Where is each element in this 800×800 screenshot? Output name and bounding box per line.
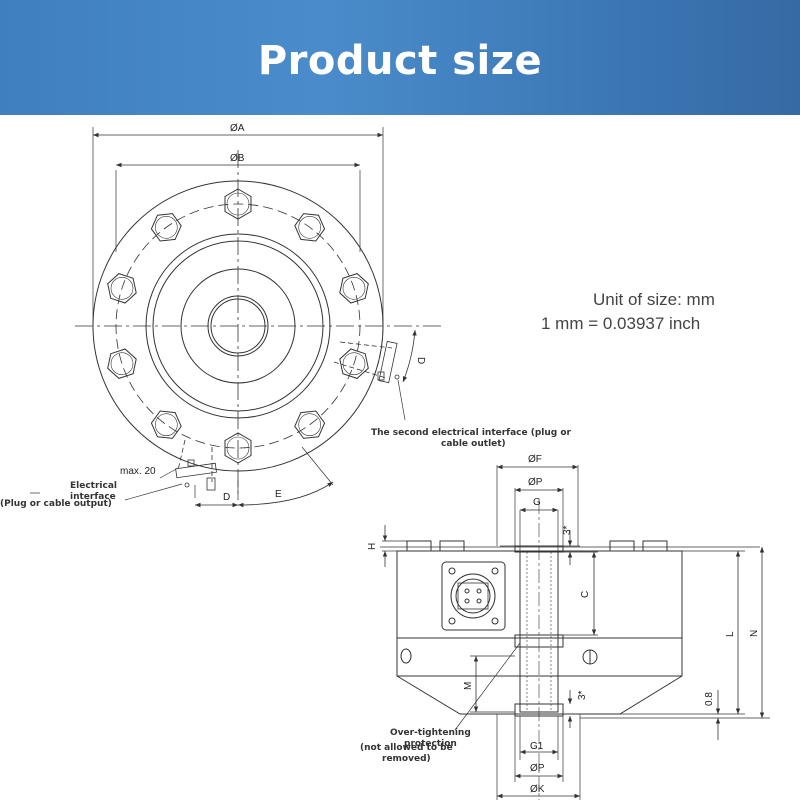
dimension-0-8-label: 0.8 xyxy=(704,692,715,706)
dimension-3-top-label: 3* xyxy=(562,525,573,535)
unit-of-size-label: Unit of size: mm xyxy=(593,290,715,309)
bolt-head xyxy=(224,432,252,464)
dimension-e-label: E xyxy=(275,489,282,500)
page-title: Product size xyxy=(257,38,543,84)
overtightening-callout-line2: protection xyxy=(404,739,457,749)
dimension-3-bottom-label: 3* xyxy=(577,690,588,700)
stud-bottom-nut xyxy=(514,703,564,717)
dimension-k-label: ØK xyxy=(530,784,545,795)
middle-body xyxy=(396,637,683,677)
top-bolt-1 xyxy=(406,540,432,552)
second-interface-callout-line1: The second electrical interface (plug or xyxy=(371,428,572,438)
second-interface-callout-line2: cable outlet) xyxy=(441,439,506,449)
top-bolt-3 xyxy=(609,540,635,552)
bolt-washer xyxy=(155,216,178,239)
bolt-washer xyxy=(298,216,322,239)
bolt-washer xyxy=(110,276,134,300)
overtightening-callout-line1: Over-tightening xyxy=(390,728,471,738)
bore-inner-circle xyxy=(210,298,266,354)
second-interface-outlet xyxy=(333,340,400,384)
top-bolt-2 xyxy=(439,540,465,552)
hub-outer-circle xyxy=(145,233,331,419)
overtightening-callout-line3: (not allowed to be xyxy=(360,743,453,753)
dimension-f-label: ØF xyxy=(528,454,542,465)
bolt-head xyxy=(107,273,137,304)
bolt-washer xyxy=(155,413,178,437)
bolt-head xyxy=(294,410,326,439)
bolt-head xyxy=(294,213,326,242)
bolt-heads xyxy=(107,188,369,464)
max-20-label: max. 20 xyxy=(120,466,156,477)
dimension-d-right-arc xyxy=(402,329,417,383)
bolt-head xyxy=(107,348,137,379)
bolt-washer xyxy=(226,192,250,216)
dimension-g1-label: G1 xyxy=(530,741,544,752)
electrical-interface-callout-line3: (Plug or cable output) xyxy=(0,499,112,509)
dimension-c-label: C xyxy=(580,591,591,598)
bore-outer-circle xyxy=(207,295,269,357)
upper-body xyxy=(396,550,683,639)
header-banner: Product size xyxy=(0,0,800,115)
dimension-d-bottom-label: D xyxy=(223,492,230,503)
side-view xyxy=(380,464,770,800)
dimension-b-label: ØB xyxy=(230,153,245,164)
unit-conversion-label: 1 mm = 0.03937 inch xyxy=(541,314,701,333)
dimension-n-label: N xyxy=(749,630,760,637)
second-interface-leader xyxy=(397,379,406,421)
bolt-head xyxy=(339,273,369,304)
dimension-g-label: G xyxy=(533,497,541,508)
overtightening-callout-line4: removed) xyxy=(382,754,431,764)
bolt-head xyxy=(150,410,182,439)
electrical-interface-outlet xyxy=(175,439,217,491)
lower-taper xyxy=(396,675,683,715)
bolt-washer xyxy=(226,436,250,460)
dimension-h-label: H xyxy=(367,543,378,550)
dimension-d-right-label: D xyxy=(415,357,426,364)
side-hole-left xyxy=(400,648,412,664)
electrical-interface-leader xyxy=(124,483,183,501)
dimension-a-label: ØA xyxy=(230,123,245,134)
electrical-interface-callout-line1: Electrical xyxy=(70,481,117,491)
dimension-m-label: M xyxy=(463,682,474,690)
bolt-head xyxy=(150,213,182,242)
bolt-washer xyxy=(110,352,134,376)
bolt-head xyxy=(224,188,252,220)
bolt-washer xyxy=(342,276,366,300)
bolt-circle xyxy=(115,203,361,449)
top-view xyxy=(30,127,445,508)
electrical-interface-callout-line2: interface xyxy=(70,492,116,502)
dimension-e-arc xyxy=(237,481,334,508)
top-bolt-4 xyxy=(642,540,668,552)
dimension-p-top-label: ØP xyxy=(528,477,543,488)
bolt-washer xyxy=(298,413,322,437)
connector-housing xyxy=(441,561,506,631)
hub-step-circle xyxy=(152,240,324,412)
dimension-p-bottom-label: ØP xyxy=(530,763,545,774)
protection-nut xyxy=(514,634,564,648)
hub-ring-circle xyxy=(180,268,296,384)
bolt-washer xyxy=(342,352,366,376)
bolt-head xyxy=(339,348,369,379)
overtightening-leader xyxy=(454,642,521,731)
dimension-l-label: L xyxy=(725,631,736,637)
